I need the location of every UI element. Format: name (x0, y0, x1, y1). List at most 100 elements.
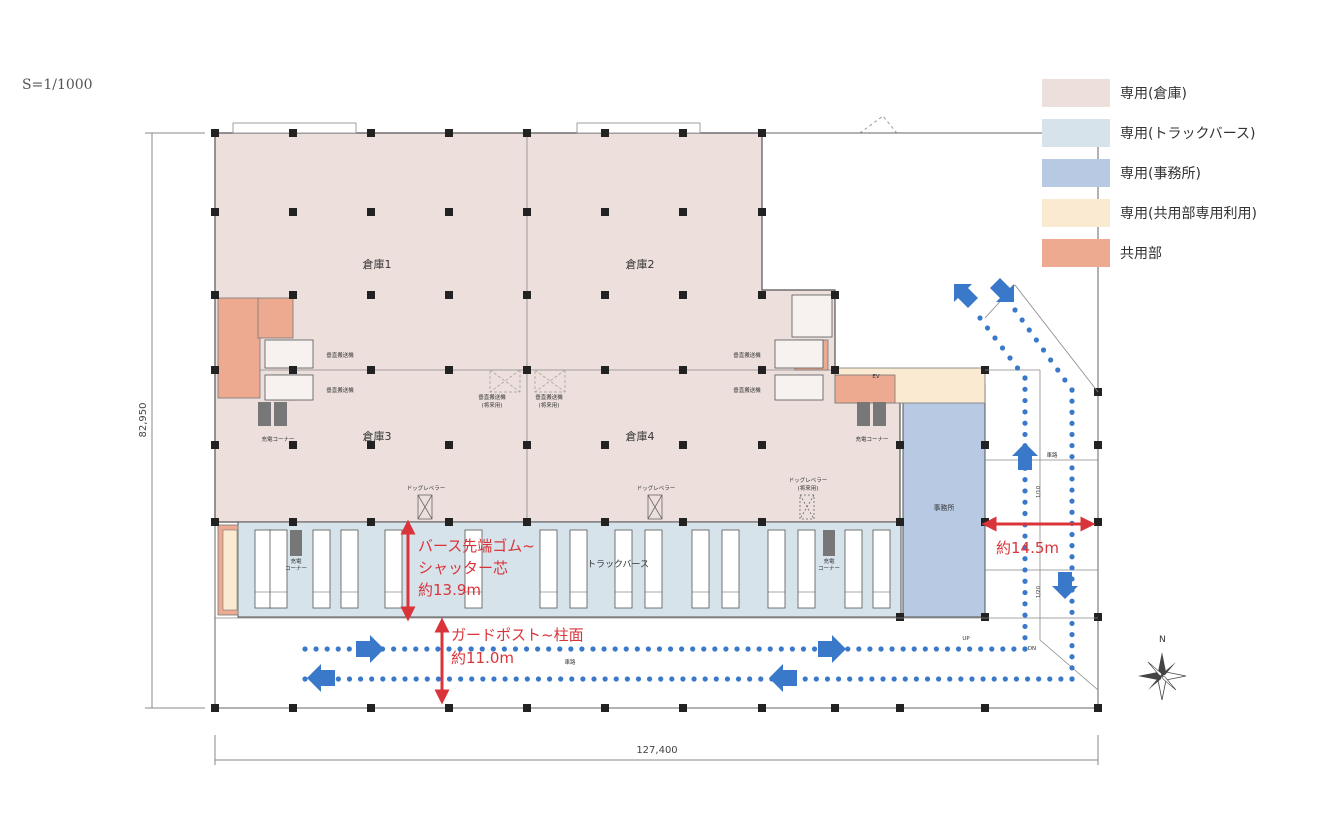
column (679, 291, 687, 299)
flow-dot (302, 646, 308, 652)
room-label-warehouse4: 倉庫4 (626, 429, 655, 443)
column (445, 291, 453, 299)
conveyor-label: 垂直搬送機 (326, 351, 354, 359)
compass-north-label: N (1159, 635, 1166, 645)
flow-dot (1022, 646, 1028, 652)
flow-dot (446, 676, 453, 682)
conveyor-label: 垂直搬送機 (733, 386, 761, 394)
flow-dot (767, 646, 773, 652)
flow-dot (1048, 357, 1054, 363)
traffic-flow-arrows (307, 278, 1078, 692)
column (367, 208, 375, 216)
legend-item-shared-private: 専用(共用部専用利用) (1042, 199, 1257, 227)
flow-dot (936, 676, 942, 682)
flow-dot (1000, 646, 1006, 652)
column (758, 208, 766, 216)
column (981, 704, 989, 712)
flow-dot (645, 646, 651, 652)
compass-icon (1138, 652, 1187, 701)
flow-dot (424, 646, 430, 652)
flow-dot (535, 676, 542, 682)
flow-dot (1022, 612, 1028, 618)
truck-stall (464, 529, 483, 609)
flow-dot (702, 676, 708, 682)
flow-dot (989, 646, 995, 652)
flow-dot (756, 646, 762, 652)
charging-label: 充電 (823, 557, 835, 565)
flow-dot (634, 646, 640, 652)
corner-label: コーナー (818, 565, 840, 572)
column (289, 704, 297, 712)
column (445, 208, 453, 216)
flow-dot (1069, 420, 1075, 426)
column (981, 441, 989, 449)
flow-dot (1069, 476, 1075, 482)
flow-dot (856, 646, 862, 652)
flow-dot (712, 646, 718, 652)
flow-dot (1026, 327, 1032, 333)
truck-stall (614, 529, 633, 609)
column (289, 366, 297, 374)
flow-dot (1069, 442, 1075, 449)
roadway-label: 車路 (564, 658, 576, 666)
flow-dot (947, 676, 953, 682)
flow-dot (1069, 620, 1075, 627)
flow-dot (1069, 487, 1075, 493)
flow-dot (1047, 676, 1053, 682)
flow-dot (1069, 654, 1075, 660)
dimension-arrows (400, 516, 1096, 705)
flow-dot (480, 676, 486, 682)
flow-dot (1022, 488, 1028, 494)
flow-dot (1022, 533, 1028, 539)
ev-label: EV (872, 374, 879, 380)
column (445, 129, 453, 137)
flow-dot (1022, 556, 1028, 562)
flow-dot (1069, 643, 1075, 649)
flow-dot (1069, 387, 1075, 393)
legend-item-office: 専用(事務所) (1042, 159, 1257, 187)
flow-dot (391, 646, 397, 652)
flow-dot (967, 646, 973, 652)
legend-swatch (1042, 79, 1110, 107)
flow-dot (969, 676, 975, 682)
flow-dot (523, 646, 530, 652)
column (523, 208, 531, 216)
roadway-label: 車路 (1046, 451, 1058, 459)
future-conveyor-label: 垂直搬送機 (478, 393, 506, 401)
flow-dot (978, 646, 984, 652)
flow-dot (402, 676, 408, 682)
flow-dot (568, 646, 574, 652)
legend-label: 専用(倉庫) (1120, 86, 1187, 102)
column (981, 518, 989, 526)
truck-stall (254, 529, 273, 609)
flow-dot (984, 325, 991, 331)
conveyor-label: 垂直搬送機 (733, 351, 761, 359)
flow-dot (1022, 544, 1028, 550)
guard-callout-line2: 約11.0m (451, 649, 514, 667)
common-area (257, 297, 294, 339)
flow-dot (1022, 431, 1028, 438)
flow-dot (835, 676, 842, 682)
flow-dot (613, 676, 619, 682)
truck-stall (569, 529, 588, 609)
flow-dot (524, 676, 530, 682)
flow-dot (646, 676, 653, 682)
flow-dot (745, 646, 751, 652)
column (679, 441, 687, 449)
flow-dot (580, 676, 586, 682)
flow-dot (1069, 431, 1075, 438)
flow-dot (513, 676, 519, 682)
column (601, 208, 609, 216)
flow-dot (958, 676, 964, 682)
flow-dot (900, 646, 906, 652)
flow-dot (1040, 347, 1047, 353)
charging-corner (258, 402, 886, 556)
flow-dot (891, 676, 897, 682)
flow-dot (913, 676, 919, 682)
flow-dot (413, 646, 419, 652)
column (211, 518, 219, 526)
column (367, 518, 375, 526)
flow-dot (391, 676, 397, 682)
column (758, 366, 766, 374)
office-area (902, 384, 986, 618)
